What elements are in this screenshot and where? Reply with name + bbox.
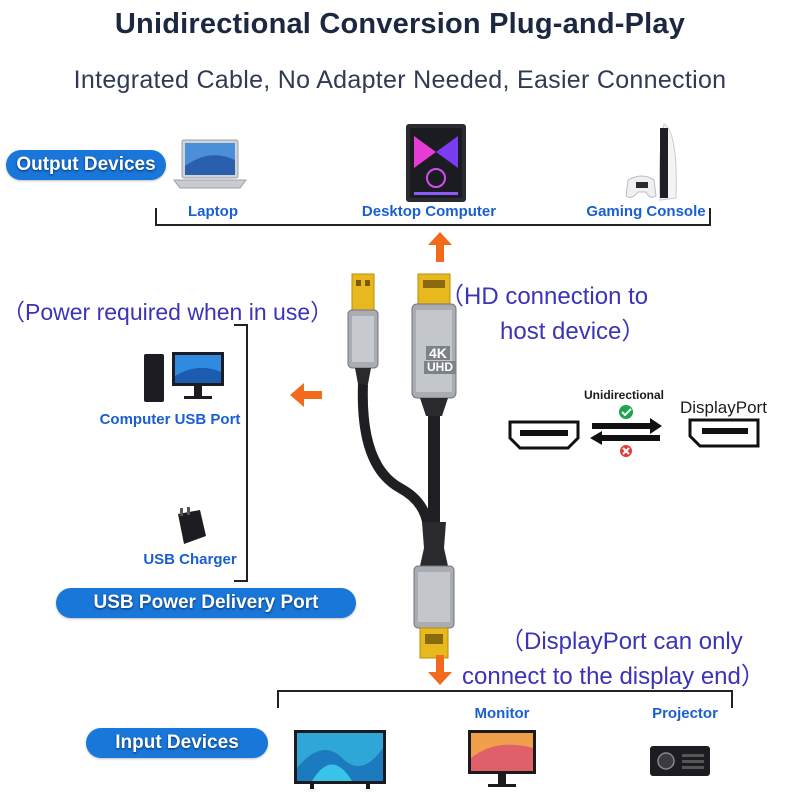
page-subtitle: Integrated Cable, No Adapter Needed, Eas… (73, 66, 727, 94)
arrow-up-icon (428, 232, 452, 262)
arrow-left-icon (290, 383, 322, 407)
input-devices-pill: Input Devices (86, 728, 268, 758)
arrow-down-icon (428, 655, 452, 685)
input-bracket-right (731, 690, 733, 708)
label-computer-usb-port: Computer USB Port (99, 411, 241, 428)
page-title: Unidirectional Conversion Plug-and-Play (114, 8, 686, 40)
direction-arrows-icon (590, 405, 662, 457)
input-bracket (277, 690, 733, 692)
output-bracket-right (709, 208, 711, 226)
label-projector: Projector (652, 705, 718, 722)
label-laptop: Laptop (188, 203, 238, 220)
cable-assembly (347, 273, 457, 659)
dp-note-line1: （DisplayPort can only (500, 628, 743, 655)
unidirectional-label: Unidirectional (584, 388, 665, 402)
input-bracket-left (277, 690, 279, 708)
label-monitor: Monitor (474, 705, 530, 722)
computer-icon (144, 352, 224, 402)
power-bracket-top (234, 324, 248, 326)
hd-connection-note-line1: （HD connection to (440, 283, 649, 310)
tv-icon (294, 730, 386, 789)
label-gaming-console: Gaming Console (586, 203, 706, 220)
output-devices-pill: Output Devices (6, 150, 166, 180)
monitor-icon (468, 730, 536, 787)
usb-charger-icon (178, 507, 206, 544)
displayport-label: DisplayPort (680, 398, 767, 417)
dp-note-line2: connect to the display end） (462, 663, 765, 690)
power-bracket (246, 324, 248, 582)
hdmi-4k-badge: 4K (426, 346, 450, 360)
usb-power-delivery-pill: USB Power Delivery Port (56, 588, 356, 618)
desktop-tower-icon (406, 124, 466, 202)
label-desktop-computer: Desktop Computer (361, 203, 497, 220)
hd-connection-note-line2: host device） (500, 318, 646, 345)
output-bracket (155, 224, 711, 226)
laptop-icon (173, 139, 247, 189)
displayport-icon (688, 418, 760, 448)
output-bracket-left (155, 208, 157, 226)
hdmi-uhd-badge: UHD (424, 361, 456, 374)
label-usb-charger: USB Charger (143, 551, 237, 568)
power-required-note: （Power required when in use） (2, 299, 334, 325)
power-bracket-bottom (234, 580, 248, 582)
gaming-console-icon (625, 123, 677, 201)
projector-icon (650, 746, 710, 776)
hdmi-port-icon (508, 420, 580, 450)
